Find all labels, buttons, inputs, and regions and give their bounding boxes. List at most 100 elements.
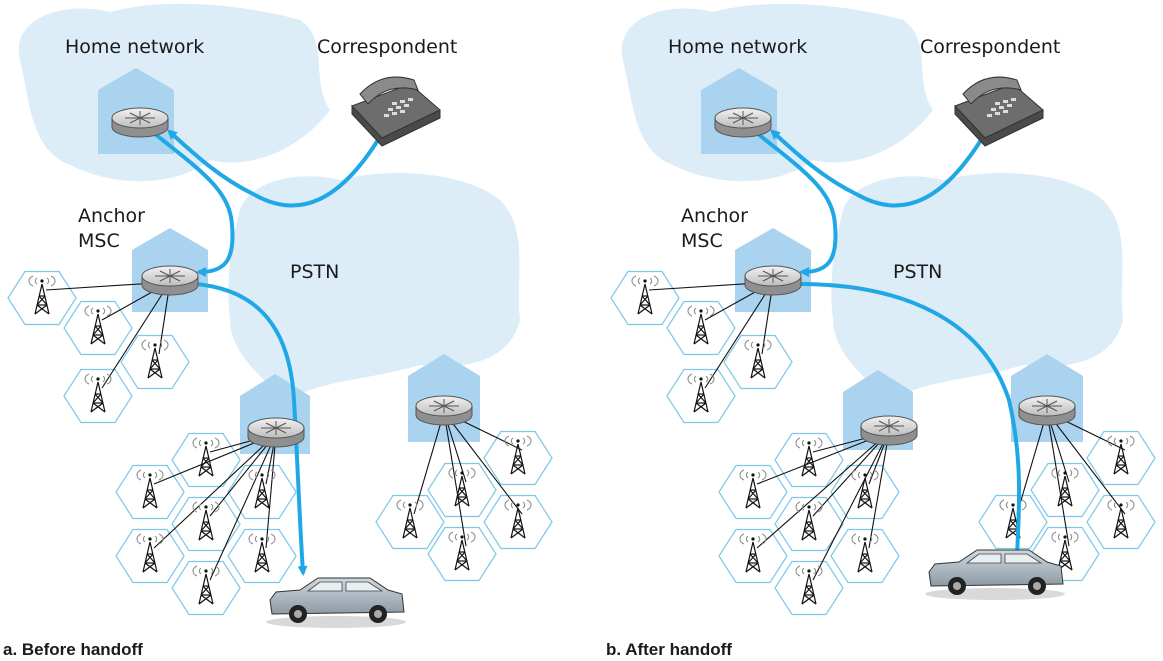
cell-tower-icon: [192, 437, 220, 477]
cell-hexagon: [978, 494, 1048, 550]
cell-tower-icon: [136, 469, 164, 509]
radio-link: [756, 431, 890, 549]
pstn-cloud: [228, 172, 521, 400]
anchor-msc-router-icon: [141, 265, 199, 296]
route-correspondent-to-home: [167, 129, 380, 208]
radio-link: [209, 433, 277, 581]
cell-tower-icon: [504, 499, 532, 539]
panel-caption: a. Before handoff: [3, 640, 143, 659]
cell-hexagon: [483, 430, 553, 486]
radio-link: [1046, 411, 1126, 515]
radio-link: [868, 431, 890, 549]
cell-tower-icon: [448, 531, 476, 571]
cell-tower-icon: [192, 501, 220, 541]
cell-hexagon: [427, 462, 497, 518]
cell-hexagon: [375, 494, 445, 550]
home-msc-router-icon: [111, 107, 169, 138]
cell-hexagon: [227, 528, 297, 584]
route-anchor-to-car: [797, 282, 1023, 560]
cell-hexagon: [1086, 430, 1156, 486]
cell-hexagon: [723, 334, 793, 390]
pstn-label: PSTN: [893, 261, 942, 283]
radio-link: [1016, 411, 1048, 515]
route-correspondent-to-home: [770, 129, 983, 208]
cell-hexagon: [427, 526, 497, 582]
cell-hexagon: [115, 528, 185, 584]
cell-tower-icon: [504, 435, 532, 475]
msc-label: MSC: [681, 230, 723, 252]
cell-tower-icon: [795, 565, 823, 605]
home-network-label: Home network: [668, 36, 807, 58]
cell-hexagon: [63, 368, 133, 424]
cell-hexagon: [63, 300, 133, 356]
pstn-cloud: [831, 172, 1123, 400]
visited-msc-right-router-icon: [1018, 395, 1076, 426]
cell-tower-icon: [141, 339, 169, 379]
cell-hexagon: [666, 368, 736, 424]
radio-link: [812, 431, 890, 517]
cell-tower-icon: [739, 533, 767, 573]
route-home-to-anchor: [148, 128, 235, 277]
cell-tower-icon: [28, 275, 56, 315]
cell-tower-icon: [1051, 531, 1079, 571]
radio-link: [101, 281, 171, 389]
radio-link: [812, 431, 890, 581]
home-msc-router-icon: [714, 107, 772, 138]
cell-tower-icon: [248, 533, 276, 573]
cell-hexagon: [120, 334, 190, 390]
cell-hexagon: [774, 560, 844, 616]
cell-tower-icon: [396, 499, 424, 539]
cell-tower-icon: [248, 469, 276, 509]
cell-tower-icon: [687, 373, 715, 413]
cell-tower-icon: [136, 533, 164, 573]
home-network-label: Home network: [65, 36, 204, 58]
cell-hexagon: [7, 270, 77, 326]
cell-tower-icon: [1107, 499, 1135, 539]
cell-tower-icon: [84, 373, 112, 413]
cell-hexagon: [1030, 462, 1100, 518]
cell-hexagon: [483, 494, 553, 550]
cell-tower-icon: [84, 305, 112, 345]
panel-caption: b. After handoff: [606, 640, 732, 659]
cell-hexagon: [171, 432, 241, 488]
visited-msc-left-router-icon: [860, 415, 918, 446]
visited-msc-left-router-icon: [247, 417, 305, 448]
msc-label: MSC: [78, 230, 120, 252]
cell-tower-icon: [1107, 435, 1135, 475]
anchor-msc-router-icon: [744, 265, 802, 296]
visited-msc-right-router-icon: [415, 395, 473, 426]
radio-link: [1046, 411, 1070, 547]
cell-hexagon: [610, 270, 680, 326]
cell-tower-icon: [448, 467, 476, 507]
cell-hexagon: [171, 560, 241, 616]
cell-hexagon: [774, 496, 844, 552]
cell-tower-icon: [851, 533, 879, 573]
home-network-cloud: [621, 3, 933, 182]
cell-tower-icon: [1051, 467, 1079, 507]
telephone-icon: [954, 76, 1044, 147]
telephone-icon: [351, 76, 441, 147]
cell-tower-icon: [795, 437, 823, 477]
radio-link: [265, 433, 277, 549]
anchor-label: Anchor: [681, 205, 748, 227]
car-icon: [266, 577, 406, 628]
pstn-label: PSTN: [290, 261, 339, 283]
radio-link: [704, 281, 774, 389]
correspondent-label: Correspondent: [317, 36, 457, 58]
cell-hexagon: [830, 464, 900, 520]
cell-tower-icon: [739, 469, 767, 509]
home-network-cloud: [18, 3, 330, 182]
cell-hexagon: [227, 464, 297, 520]
route-anchor-to-car: [194, 282, 308, 576]
cell-hexagon: [830, 528, 900, 584]
cell-hexagon: [1086, 494, 1156, 550]
cell-tower-icon: [631, 275, 659, 315]
radio-link: [413, 411, 445, 515]
radio-link: [443, 411, 523, 515]
radio-link: [153, 433, 277, 549]
anchor-label: Anchor: [78, 205, 145, 227]
car-icon: [925, 549, 1065, 600]
radio-link: [443, 411, 467, 547]
